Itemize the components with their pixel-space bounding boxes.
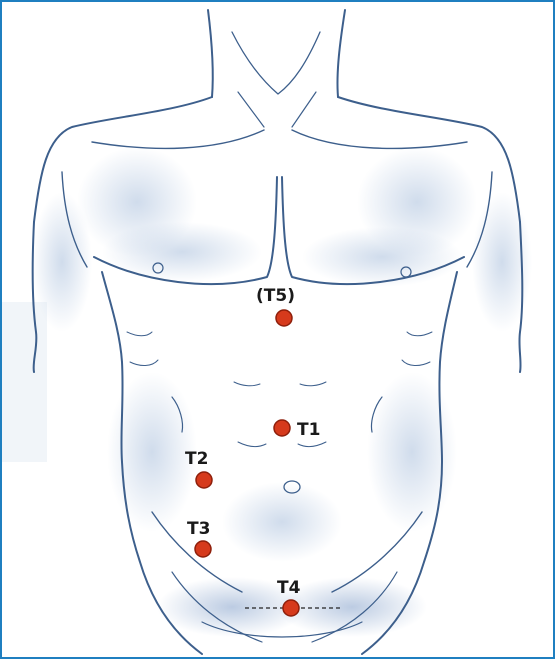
marker-t2 [196, 472, 212, 488]
label-t1: T1 [297, 420, 320, 440]
marker-t5 [276, 310, 292, 326]
marker-t1 [274, 420, 290, 436]
marker-t3 [195, 541, 211, 557]
label-t3: T3 [187, 519, 210, 539]
label-t2: T2 [185, 449, 208, 469]
label-t5: (T5) [256, 286, 295, 306]
body-shading [2, 147, 532, 637]
label-t4: T4 [277, 578, 301, 598]
marker-t4 [283, 600, 299, 616]
